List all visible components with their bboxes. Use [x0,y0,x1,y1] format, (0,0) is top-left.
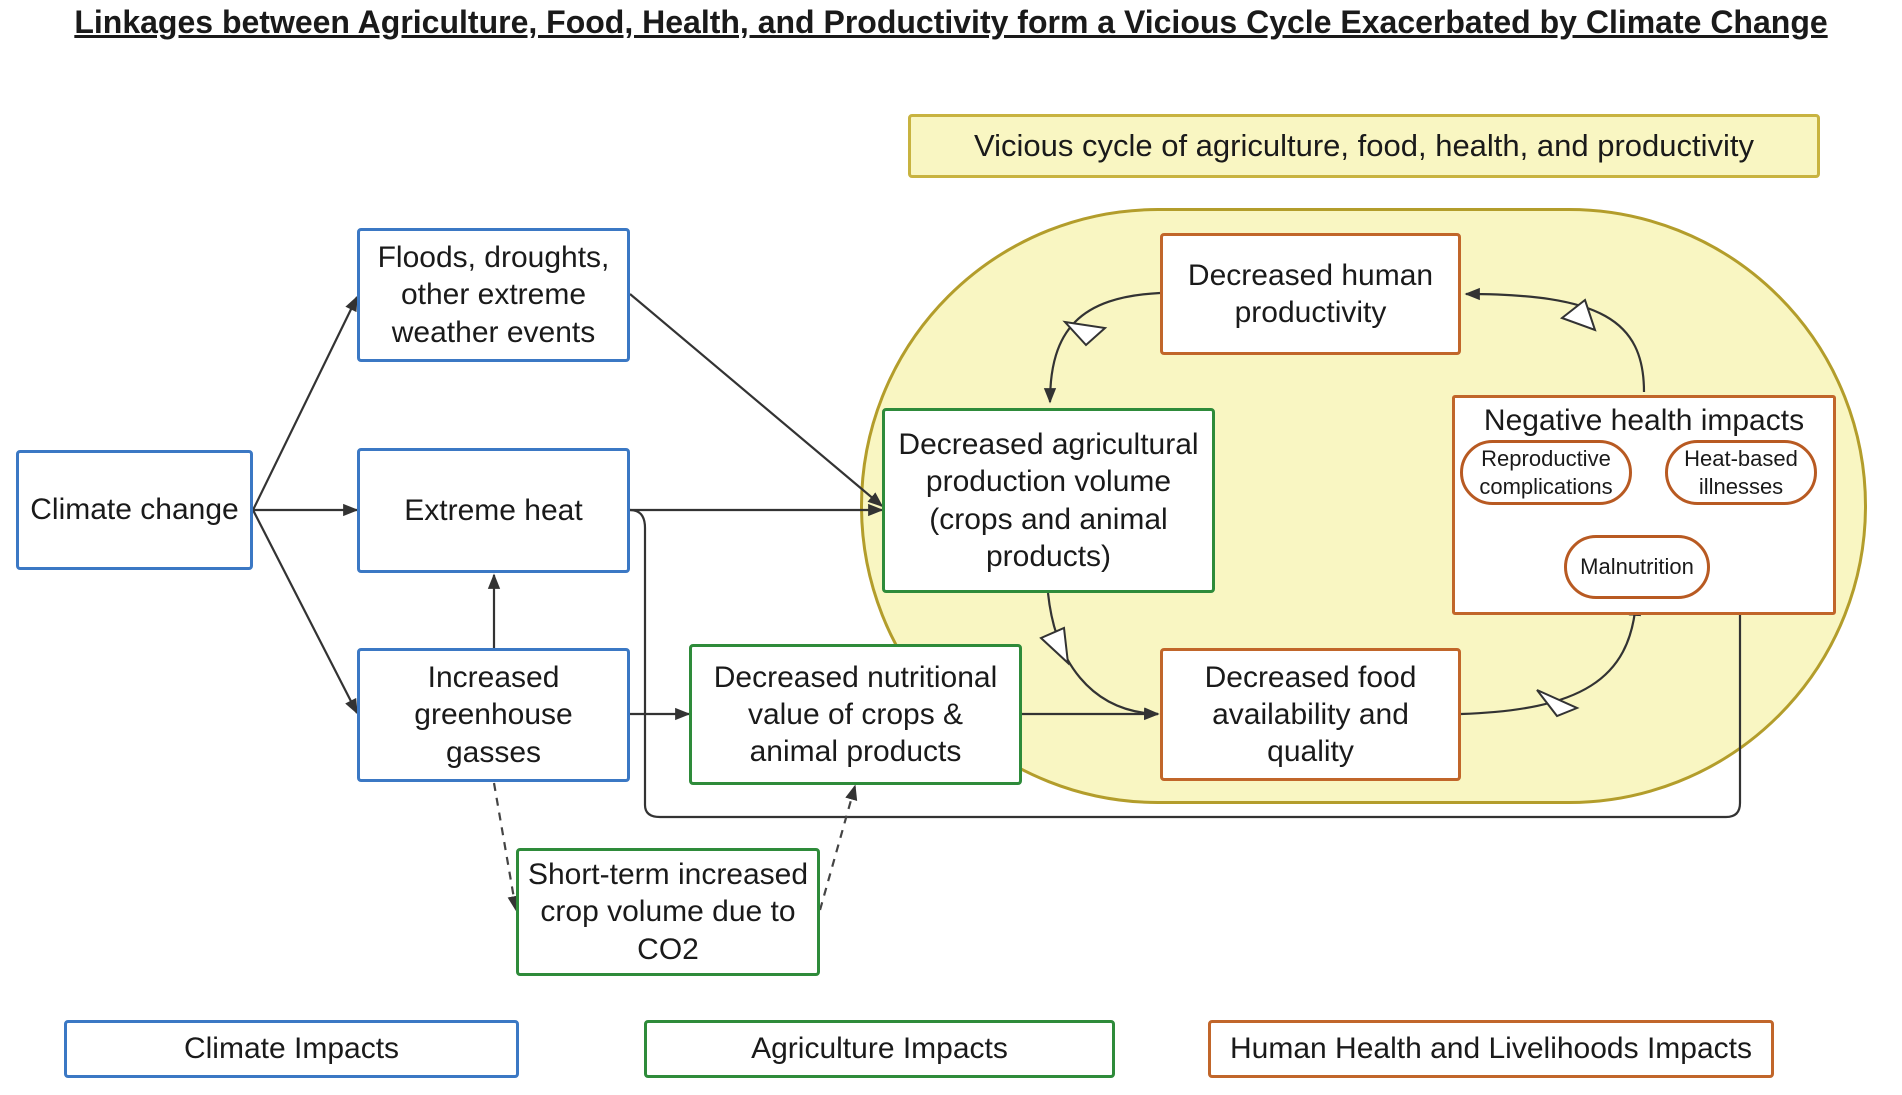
node-short-term-crop-volume: Short-term increased crop volume due to … [516,848,820,976]
legend-agriculture-impacts: Agriculture Impacts [644,1020,1115,1078]
arrow-greenhouse-shortterm [492,782,520,912]
node-decreased-nutritional-value: Decreased nutritional value of crops & a… [689,644,1022,785]
node-climate-change: Climate change [16,450,253,570]
arrow-floods-production [629,293,884,507]
arrow-climate-floods [252,295,358,511]
cycle-marker-4 [1559,298,1597,332]
node-decreased-production: Decreased agricultural production volume… [882,408,1215,593]
diagram-title: Linkages between Agriculture, Food, Heal… [74,4,1828,40]
node-reproductive-complications: Reproductive complications [1460,440,1632,505]
arrow-shortterm-nutrition [818,784,858,911]
arrow-production-food [1046,592,1160,720]
node-floods: Floods, droughts, other extreme weather … [357,228,630,362]
node-heat-based-illnesses: Heat-based illnesses [1665,440,1817,505]
cycle-marker-1 [1062,320,1108,347]
legend-health-impacts: Human Health and Livelihoods Impacts [1208,1020,1774,1078]
arrow-health-productivity [1464,287,1646,393]
node-decreased-food: Decreased food availability and quality [1160,648,1461,781]
arrow-heat-heatillness [629,507,1747,819]
arrow-climate-greenhouse [252,509,358,715]
arrow-productivity-production [1043,291,1161,404]
arrow-food-health [1460,600,1642,716]
node-extreme-heat: Extreme heat [357,448,630,573]
negative-health-title: Negative health impacts [1483,404,1805,437]
vicious-cycle-banner: Vicious cycle of agriculture, food, heal… [908,114,1820,178]
legend-climate-impacts: Climate Impacts [64,1020,519,1078]
node-malnutrition: Malnutrition [1564,535,1710,599]
cycle-marker-3 [1536,689,1580,718]
node-decreased-productivity: Decreased human productivity [1160,233,1461,355]
node-greenhouse-gasses: Increased greenhouse gasses [357,648,630,782]
cycle-marker-2 [1039,626,1070,666]
